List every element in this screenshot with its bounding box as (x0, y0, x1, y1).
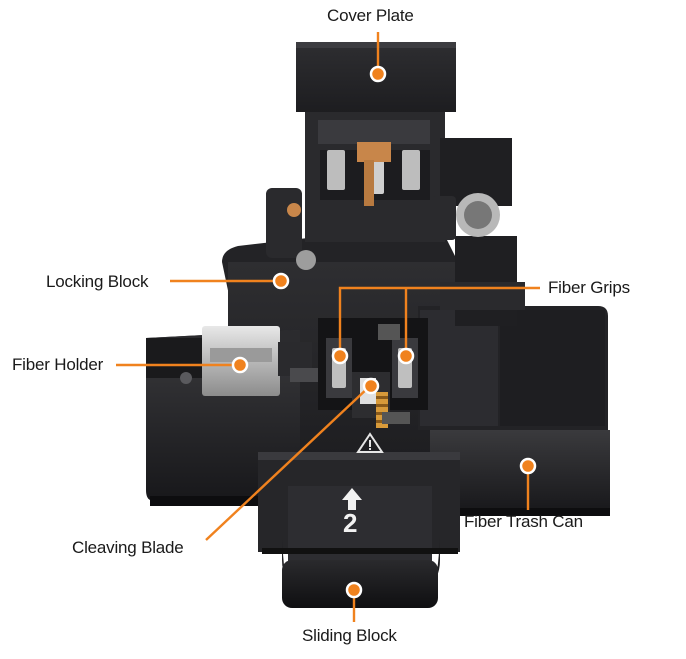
cover-plate (266, 42, 512, 270)
callout-dot-fiber-grips-right (397, 347, 415, 365)
callout-dots (231, 65, 537, 599)
slide-step-number: 2 (343, 508, 358, 538)
fiber-holder (146, 326, 330, 396)
callout-dot-cover-plate (369, 65, 387, 83)
label-cover-plate: Cover Plate (327, 6, 414, 25)
label-fiber-trash-can: Fiber Trash Can (464, 512, 583, 531)
callout-dot-fiber-trash-can (519, 457, 537, 475)
callout-dot-locking-block (272, 272, 290, 290)
callout-dot-sliding-block (345, 581, 363, 599)
callout-dot-cleaving-blade (362, 377, 380, 395)
warning-triangle-icon (356, 432, 384, 453)
label-cleaving-blade: Cleaving Blade (72, 538, 184, 557)
arrow-up-icon (342, 488, 362, 510)
callout-dot-fiber-grips-left (331, 347, 349, 365)
sliding-block (258, 452, 460, 608)
callout-line-fiber-grips (338, 286, 540, 350)
label-locking-block: Locking Block (46, 272, 149, 291)
label-fiber-grips: Fiber Grips (548, 278, 630, 297)
label-fiber-holder: Fiber Holder (12, 355, 104, 374)
label-sliding-block: Sliding Block (302, 626, 397, 645)
callout-dot-fiber-holder (231, 356, 249, 374)
callout-line-cleaving-blade (205, 385, 371, 541)
